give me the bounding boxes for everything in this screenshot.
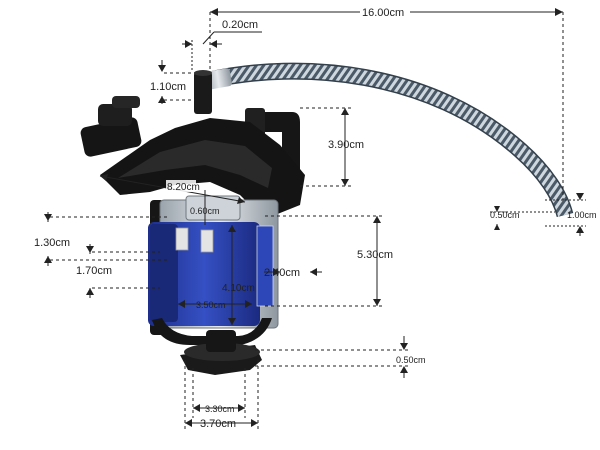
label-overall-width: 16.00cm (362, 7, 404, 19)
label-lower-offset: 1.70cm (76, 265, 112, 277)
label-coil-height: 4.10cm (222, 283, 255, 294)
label-base-inner-width: 3.30cm (205, 404, 235, 414)
terminal-tab-1 (175, 227, 189, 251)
label-upper-offset: 1.30cm (34, 237, 70, 249)
label-coil-width: 3.50cm (196, 300, 226, 310)
dimension-labels: 16.00cm 0.20cm 1.10cm 3.90cm 8.20cm 0.60… (34, 4, 597, 430)
label-elbow-height: 3.90cm (328, 139, 364, 151)
top-nozzle (194, 72, 212, 114)
label-hose-outer: 1.00cm (567, 210, 597, 220)
label-base-outer-width: 3.70cm (200, 418, 236, 430)
mounting-bracket (100, 118, 305, 215)
label-coil-depth: 2.40cm (264, 267, 300, 279)
dimension-arrows (44, 8, 584, 427)
label-nozzle-wall: 0.20cm (222, 19, 258, 31)
label-base-thickness: 0.50cm (396, 355, 426, 365)
left-connector (80, 117, 142, 157)
label-coil-body-height: 5.30cm (357, 249, 393, 261)
coil-label (256, 225, 274, 307)
lower-frame (152, 318, 272, 345)
label-hose-inner: 0.50cm (490, 210, 520, 220)
product-photo (80, 62, 574, 375)
terminal-tab-2 (200, 229, 214, 253)
label-valve-tab-width: 0.60cm (190, 206, 220, 216)
label-bracket-width: 8.20cm (167, 182, 200, 193)
label-nozzle-height: 1.10cm (150, 81, 186, 93)
